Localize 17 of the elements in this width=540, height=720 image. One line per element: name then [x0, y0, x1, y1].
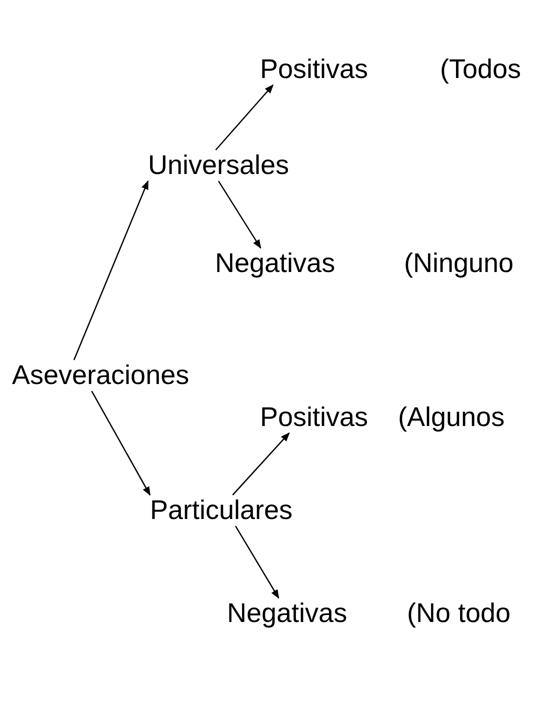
- arrow: [234, 526, 280, 599]
- node-label: Universales: [148, 150, 290, 182]
- note-text: (No todo: [407, 598, 511, 630]
- note-text: (Ninguno: [404, 248, 514, 280]
- node-label: Positivas: [260, 54, 368, 86]
- arrow: [232, 432, 290, 496]
- note-text: (Algunos: [398, 402, 505, 434]
- arrow: [91, 390, 151, 496]
- arrow: [73, 180, 149, 360]
- note-text: (Todos: [440, 54, 522, 86]
- node-label: Particulares: [150, 495, 293, 526]
- node-label: Positivas: [260, 402, 368, 434]
- node-label: Negativas: [227, 598, 348, 630]
- node-label: Aseveraciones: [12, 360, 190, 392]
- arrow: [215, 84, 274, 150]
- node-label: Negativas: [215, 248, 336, 280]
- arrow: [218, 180, 262, 249]
